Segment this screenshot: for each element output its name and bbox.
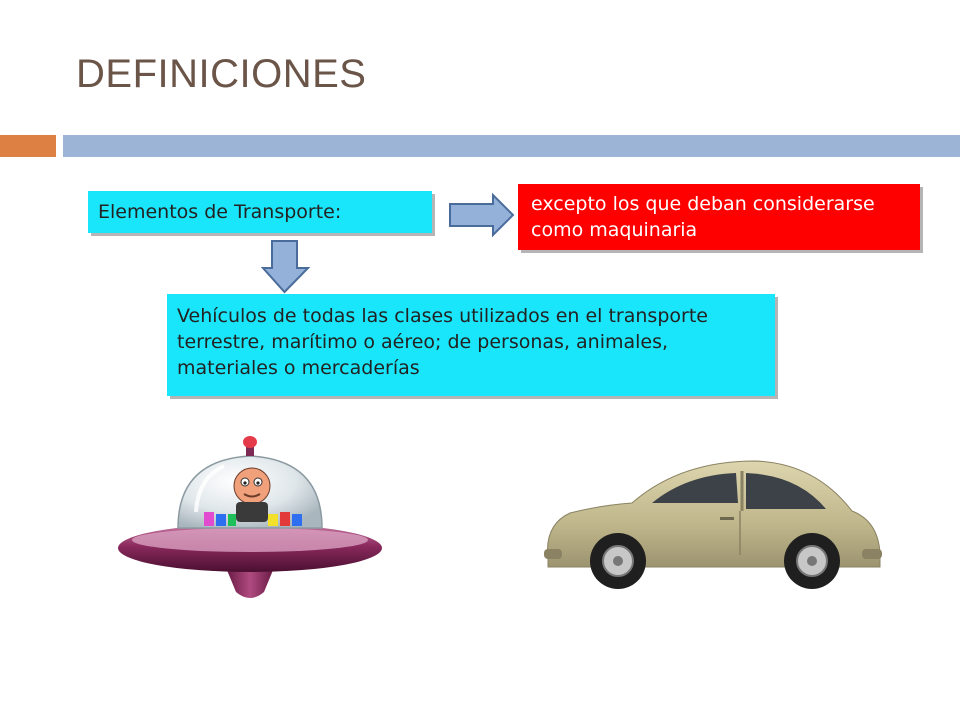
title-underline-bar bbox=[63, 135, 960, 157]
vehiculos-definition-box: Vehículos de todas las clases utilizados… bbox=[167, 294, 775, 396]
right-arrow-icon bbox=[449, 192, 515, 238]
elementos-transporte-box: Elementos de Transporte: bbox=[88, 191, 432, 233]
down-arrow-icon bbox=[260, 240, 311, 294]
title-accent-bar bbox=[0, 135, 56, 157]
car-image bbox=[544, 460, 882, 589]
ufo-image bbox=[118, 436, 382, 598]
excepto-maquinaria-box: excepto los que deban considerarse como … bbox=[518, 184, 920, 250]
slide-title: DEFINICIONES bbox=[76, 52, 367, 96]
